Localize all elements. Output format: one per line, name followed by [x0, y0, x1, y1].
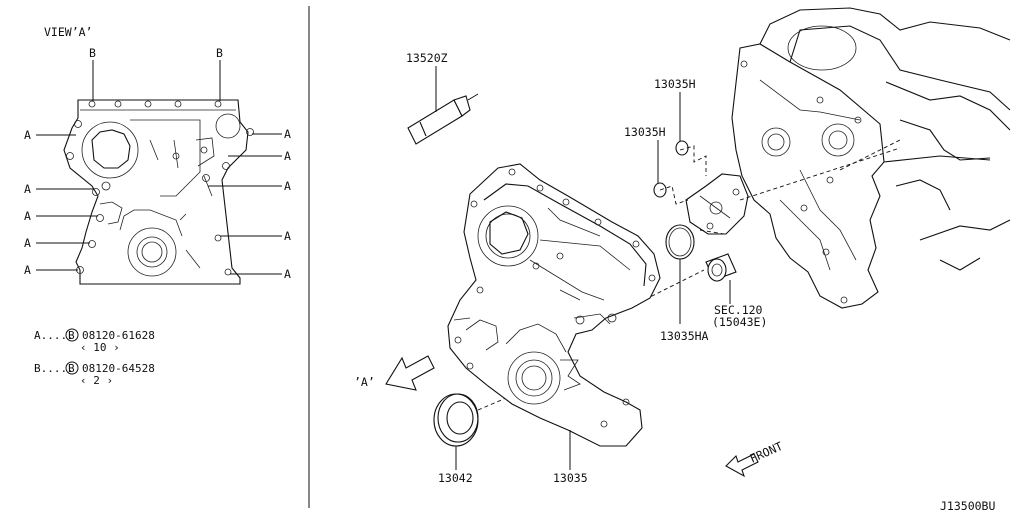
crank-oil-seal — [433, 393, 479, 470]
legend-quantity: ‹ 10 › — [80, 341, 120, 354]
diagram-id: J13500BU — [940, 499, 995, 512]
bolt-label-a: A — [284, 149, 291, 163]
bolt-label-a: A — [24, 128, 31, 142]
bolt-label-a: A — [284, 179, 291, 193]
bushing-part — [705, 253, 737, 304]
bolt-legend: A..... B 08120-61628 ‹ 10 › B..... B 081… — [34, 328, 155, 387]
o-ring-upper — [675, 140, 689, 156]
bolt-label-a: A — [24, 182, 31, 196]
callout-oring-lower: 13035H — [624, 125, 666, 139]
engine-block — [731, 7, 1011, 309]
legend-symbol: B — [68, 362, 75, 375]
o-ring-lower — [653, 182, 667, 198]
callout-front-cover: 13035 — [553, 471, 588, 485]
bolt-label-a: A — [284, 229, 291, 243]
legend-quantity: ‹ 2 › — [80, 374, 113, 387]
bolt-callouts-a — [36, 133, 282, 275]
bolt-label-b: B — [89, 46, 96, 60]
legend-key: B..... — [34, 362, 74, 375]
view-a-arrow-icon — [385, 355, 435, 391]
front-direction-label: FRONT — [748, 439, 785, 466]
legend-key: A..... — [34, 329, 74, 342]
view-title: VIEW’A’ — [44, 25, 92, 39]
bolt-label-a: A — [24, 236, 31, 250]
front-timing-cover — [447, 163, 661, 470]
legend-symbol: B — [68, 329, 75, 342]
callout-oil-seal: 13042 — [438, 471, 473, 485]
callout-oring-upper: 13035H — [654, 77, 696, 91]
callout-sec-part: (15043E) — [712, 315, 767, 329]
callout-sealant: 13520Z — [406, 51, 448, 65]
bolt-label-a: A — [24, 263, 31, 277]
callout-sec-ref: SEC.120 — [714, 303, 763, 317]
callout-view-marker: ’A’ — [354, 375, 375, 389]
bolt-label-b: B — [216, 46, 223, 60]
bolt-callouts-b — [92, 60, 221, 101]
bolt-label-a: A — [24, 209, 31, 223]
legend-part-number: 08120-64528 — [82, 362, 155, 375]
bolt-symbol-icon — [65, 328, 79, 342]
legend-part-number: 08120-61628 — [82, 329, 155, 342]
bolt-label-a: A — [284, 127, 291, 141]
view-a-cover-outline — [63, 99, 254, 285]
front-direction-arrow-icon — [725, 453, 759, 478]
bolt-label-a: A — [284, 267, 291, 281]
callout-oring-large: 13035HA — [660, 329, 709, 343]
sealant-tube — [407, 66, 479, 145]
bolt-symbol-icon — [65, 361, 79, 375]
o-ring-large — [665, 224, 695, 260]
chain-guide-bracket — [685, 173, 749, 235]
